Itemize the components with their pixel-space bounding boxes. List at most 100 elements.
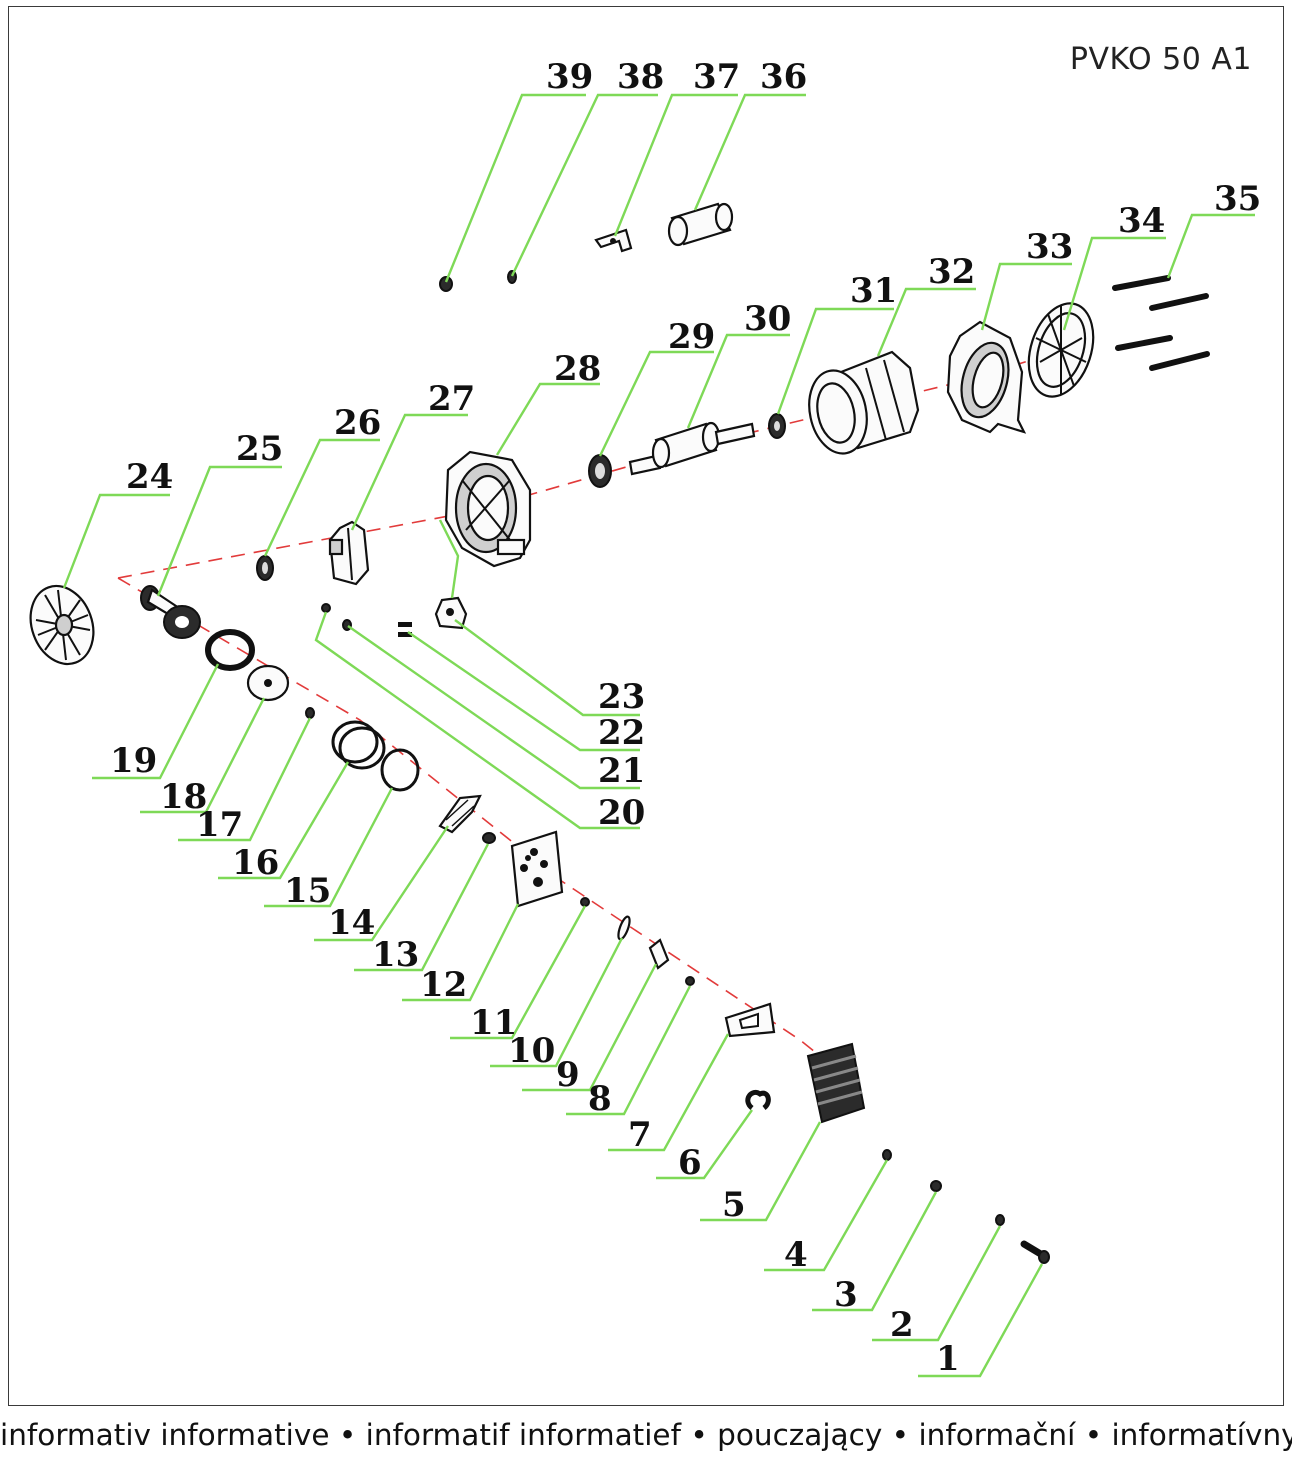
part-6 xyxy=(745,1090,771,1110)
part-10 xyxy=(617,915,631,941)
callout-30: 30 xyxy=(686,299,791,429)
svg-text:36: 36 xyxy=(760,57,807,97)
callout-26: 26 xyxy=(263,403,381,557)
callout-14: 14 xyxy=(314,825,449,943)
callout-19: 19 xyxy=(92,663,220,781)
svg-text:34: 34 xyxy=(1118,201,1165,241)
callout-37: 37 xyxy=(613,57,740,237)
callout-27: 27 xyxy=(350,379,475,531)
callout-18: 18 xyxy=(140,697,266,817)
part-29 xyxy=(588,454,612,488)
part-20 xyxy=(321,603,331,613)
part-32 xyxy=(808,350,920,455)
callout-36: 36 xyxy=(693,57,807,211)
svg-text:1: 1 xyxy=(936,1339,960,1379)
svg-text:12: 12 xyxy=(420,965,467,1005)
part-15 xyxy=(380,748,420,792)
svg-text:37: 37 xyxy=(693,57,740,97)
part-27 xyxy=(328,520,370,586)
svg-text:22: 22 xyxy=(598,713,645,753)
svg-text:10: 10 xyxy=(508,1031,555,1071)
part-7 xyxy=(724,1002,776,1038)
part-8 xyxy=(685,976,695,986)
callout-3: 3 xyxy=(812,1191,938,1315)
callout-29: 29 xyxy=(598,317,715,457)
callout-4: 4 xyxy=(764,1159,889,1275)
callout-15: 15 xyxy=(264,787,394,911)
svg-text:29: 29 xyxy=(668,317,715,357)
callout-38: 38 xyxy=(510,57,664,277)
svg-text:24: 24 xyxy=(126,457,173,497)
svg-text:20: 20 xyxy=(598,793,645,833)
callout-8: 8 xyxy=(566,985,692,1119)
callout-10: 10 xyxy=(490,937,624,1071)
part-1 xyxy=(1020,1240,1050,1264)
svg-text:23: 23 xyxy=(598,677,645,717)
callout-20: 20 xyxy=(314,611,645,833)
svg-text:21: 21 xyxy=(598,751,645,791)
svg-text:38: 38 xyxy=(617,57,664,97)
svg-text:7: 7 xyxy=(628,1115,652,1155)
callout-13: 13 xyxy=(354,843,490,975)
part-35 xyxy=(1112,275,1210,371)
part-11 xyxy=(580,897,590,907)
svg-text:25: 25 xyxy=(236,429,283,469)
callout-22: 22 xyxy=(407,631,645,753)
model-label: PVKO 50 A1 xyxy=(1069,42,1252,77)
part-2 xyxy=(995,1214,1005,1226)
part-4 xyxy=(882,1149,892,1161)
callout-16: 16 xyxy=(218,761,350,883)
svg-text:11: 11 xyxy=(470,1003,517,1043)
exploded-view-diagram: 39 38 37 36 35 34 33 32 31 30 29 xyxy=(29,57,1261,1379)
part-24 xyxy=(29,584,95,666)
svg-text:13: 13 xyxy=(372,935,419,975)
svg-text:19: 19 xyxy=(110,741,157,781)
part-37 xyxy=(594,228,633,253)
svg-text:3: 3 xyxy=(834,1275,858,1315)
part-25 xyxy=(140,585,201,639)
part-9 xyxy=(648,938,670,970)
part-26 xyxy=(256,555,274,581)
svg-text:17: 17 xyxy=(196,805,243,845)
callout-5: 5 xyxy=(700,1121,822,1225)
svg-text:28: 28 xyxy=(554,349,601,389)
svg-text:8: 8 xyxy=(588,1079,612,1119)
svg-text:2: 2 xyxy=(890,1305,914,1345)
callout-24: 24 xyxy=(62,457,173,589)
svg-text:35: 35 xyxy=(1214,179,1261,219)
svg-text:39: 39 xyxy=(546,57,593,97)
part-39 xyxy=(439,276,453,292)
svg-text:15: 15 xyxy=(284,871,331,911)
part-17 xyxy=(305,707,315,719)
callout-17: 17 xyxy=(178,717,312,845)
callout-33: 33 xyxy=(980,227,1073,331)
part-16 xyxy=(331,720,386,770)
part-5 xyxy=(806,1042,866,1124)
svg-text:5: 5 xyxy=(722,1185,746,1225)
part-31 xyxy=(768,413,786,439)
callout-2: 2 xyxy=(872,1225,1002,1345)
svg-text:18: 18 xyxy=(160,777,207,817)
callout-35: 35 xyxy=(1166,179,1261,279)
svg-text:26: 26 xyxy=(334,403,381,443)
svg-text:4: 4 xyxy=(784,1235,808,1275)
diagram-frame xyxy=(8,6,1284,1406)
part-36 xyxy=(667,202,734,247)
callout-6: 6 xyxy=(656,1109,753,1183)
callout-39: 39 xyxy=(444,57,593,283)
svg-text:27: 27 xyxy=(428,379,475,419)
part-33 xyxy=(946,320,1027,434)
callout-9: 9 xyxy=(522,963,658,1095)
callout-32: 32 xyxy=(876,252,976,357)
part-34 xyxy=(1027,302,1095,398)
svg-text:6: 6 xyxy=(678,1143,702,1183)
footer-caption: informativ informative • informatif info… xyxy=(0,1418,1292,1452)
part-14 xyxy=(438,794,482,834)
part-28 xyxy=(444,450,532,568)
svg-text:14: 14 xyxy=(328,903,375,943)
callout-31: 31 xyxy=(776,271,897,415)
part-3 xyxy=(930,1180,942,1192)
part-13 xyxy=(482,832,496,844)
part-22 xyxy=(398,622,412,637)
callout-1: 1 xyxy=(918,1263,1044,1379)
